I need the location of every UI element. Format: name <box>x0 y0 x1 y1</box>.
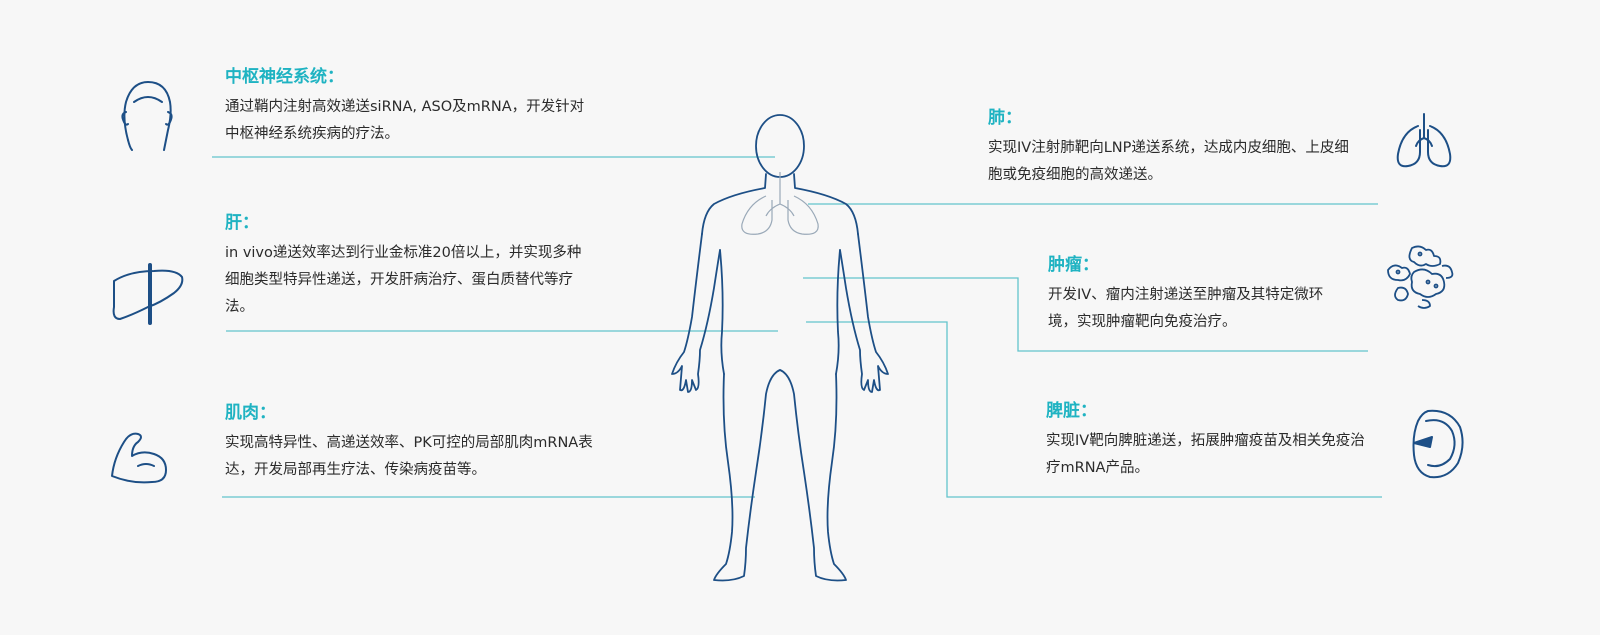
muscle-icon <box>108 428 170 486</box>
cns-title: 中枢神经系统： <box>225 67 344 87</box>
cns-desc: 通过鞘内注射高效递送siRNA, ASO及mRNA，开发针对中枢神经系统疾病的疗… <box>225 99 585 142</box>
tumor-icon <box>1384 244 1456 310</box>
liver-desc: in vivo递送效率达到行业金标准20倍以上，并实现多种细胞类型特异性递送，开… <box>225 245 582 315</box>
block-muscle: 肌肉： 实现高特异性、高递送效率、PK可控的局部肌肉mRNA表达，开发局部再生疗… <box>225 403 595 484</box>
connector-spleen <box>806 321 1382 498</box>
block-lung: 肺： 实现IV注射肺靶向LNP递送系统，达成内皮细胞、上皮细胞或免疫细胞的高效递… <box>988 108 1358 189</box>
tumor-title: 肿瘤： <box>1048 255 1099 275</box>
spleen-icon <box>1410 407 1466 481</box>
lung-title: 肺： <box>988 108 1022 128</box>
muscle-title: 肌肉： <box>225 403 276 423</box>
connector-tumor <box>803 277 1368 352</box>
muscle-desc: 实现高特异性、高递送效率、PK可控的局部肌肉mRNA表达，开发局部再生疗法、传染… <box>225 435 593 478</box>
block-cns: 中枢神经系统： 通过鞘内注射高效递送siRNA, ASO及mRNA，开发针对中枢… <box>225 67 595 148</box>
block-liver: 肝： in vivo递送效率达到行业金标准20倍以上，并实现多种细胞类型特异性递… <box>225 213 595 321</box>
spleen-desc: 实现IV靶向脾脏递送，拓展肿瘤疫苗及相关免疫治疗mRNA产品。 <box>1046 433 1365 476</box>
block-spleen: 脾脏： 实现IV靶向脾脏递送，拓展肿瘤疫苗及相关免疫治疗mRNA产品。 <box>1046 401 1366 482</box>
spleen-title: 脾脏： <box>1046 401 1097 421</box>
human-body-figure <box>670 112 890 596</box>
tumor-desc: 开发IV、瘤内注射递送至肿瘤及其特定微环境，实现肿瘤靶向免疫治疗。 <box>1048 287 1324 330</box>
head-icon <box>118 78 174 152</box>
block-tumor: 肿瘤： 开发IV、瘤内注射递送至肿瘤及其特定微环境，实现肿瘤靶向免疫治疗。 <box>1048 255 1348 336</box>
lungs-icon <box>1394 112 1454 172</box>
lung-desc: 实现IV注射肺靶向LNP递送系统，达成内皮细胞、上皮细胞或免疫细胞的高效递送。 <box>988 140 1349 183</box>
liver-title: 肝： <box>225 213 259 233</box>
liver-icon <box>110 263 186 325</box>
